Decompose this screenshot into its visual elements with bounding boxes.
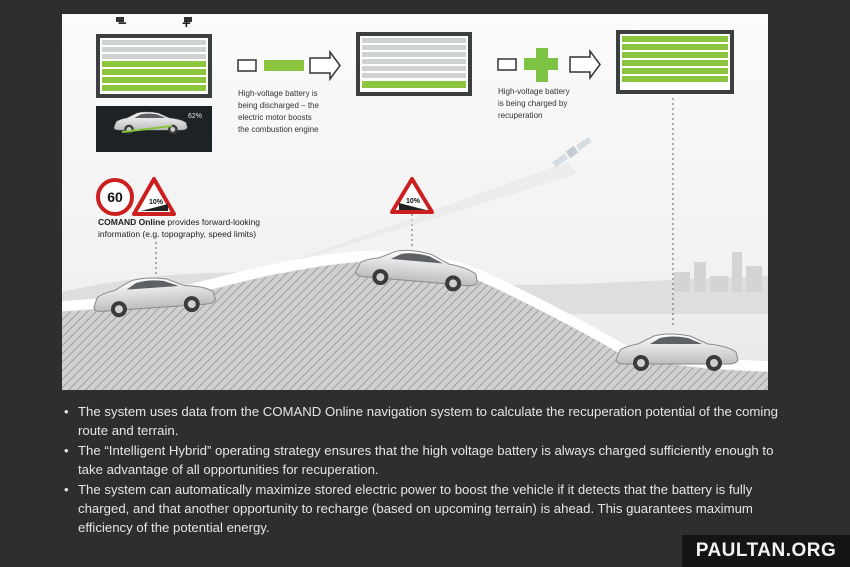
discharge-caption-line: being discharged – the [238, 101, 319, 110]
charge-flow-arrow [497, 48, 601, 82]
comand-online-brand: COMAND Online [98, 217, 166, 227]
list-item: The “Intelligent Hybrid” operating strat… [62, 441, 782, 479]
slope-sign-2 [390, 177, 434, 214]
battery-icon-1 [96, 17, 212, 98]
discharge-flow-arrow [237, 49, 341, 82]
discharge-caption-line: electric motor boosts [238, 113, 312, 122]
battery-minus-sign: − [118, 15, 127, 32]
city-silhouette [674, 252, 762, 292]
slope-sign-1-ramp [141, 204, 168, 211]
hybrid-diagram-board: − + 62% [62, 14, 768, 390]
display-inset-value: 62% [188, 113, 202, 120]
discharge-caption: High-voltage battery is being discharged… [238, 88, 348, 136]
slope-sign-2-ramp [399, 203, 426, 210]
charge-caption-line: recuperation [498, 111, 543, 120]
display-inset [96, 106, 212, 152]
list-item: The system uses data from the COMAND Onl… [62, 402, 782, 440]
speed-limit-sign [96, 178, 134, 216]
slope-sign-2-value: 10% [406, 198, 421, 205]
charge-caption: High-voltage battery is being charged by… [498, 86, 608, 122]
explanation-list: The system uses data from the COMAND Onl… [62, 402, 782, 538]
discharge-caption-line: the combustion engine [238, 125, 319, 134]
battery-plus-sign: + [182, 15, 191, 32]
charge-caption-line: High-voltage battery [498, 87, 570, 96]
comand-online-text: provides forward-looking [165, 217, 261, 227]
charge-caption-line: is being charged by [498, 99, 568, 108]
watermark-logo: PAULTAN.ORG [682, 535, 850, 567]
terrain-profile [62, 261, 768, 390]
battery-icon-3 [616, 30, 734, 94]
satellite-beam [262, 162, 577, 272]
speed-limit-value: 60 [107, 189, 123, 205]
slope-sign-1-value: 10% [149, 199, 164, 206]
satellite-icon [552, 136, 592, 168]
diagram-graphics: − + 62% [62, 15, 768, 390]
list-item: The system can automatically maximize st… [62, 480, 782, 537]
battery-icon-2 [356, 32, 472, 96]
comand-online-caption: COMAND Online provides forward-looking i… [98, 216, 288, 240]
comand-online-text-line2: information (e.g. topography, speed limi… [98, 229, 257, 239]
discharge-caption-line: High-voltage battery is [238, 89, 318, 98]
